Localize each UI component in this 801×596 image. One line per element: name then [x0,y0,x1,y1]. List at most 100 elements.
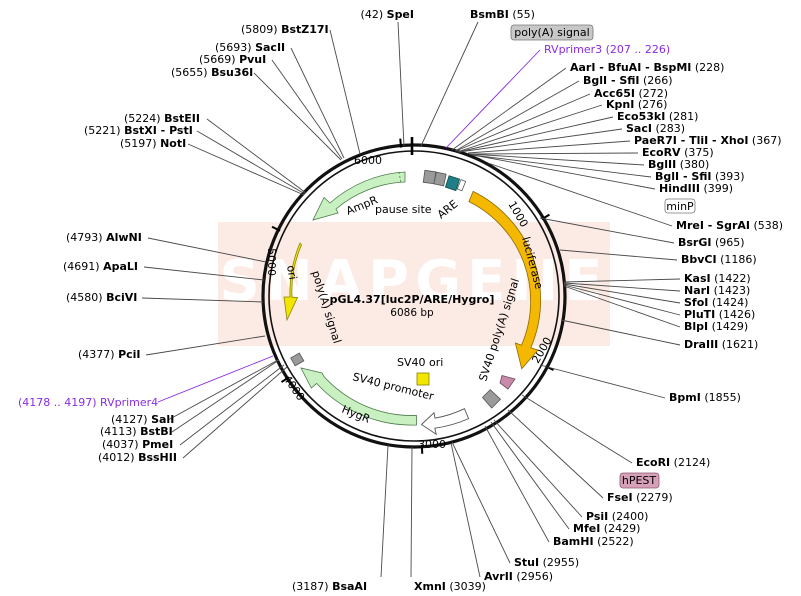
enzyme-name: KpnI [606,98,634,111]
feature-minp-marker[interactable] [456,179,467,192]
primer-label[interactable]: RVprimer3 (207 .. 226) [544,43,670,56]
feature-sv40-promoter[interactable] [420,408,470,436]
enzyme-position: (1424) [712,296,749,309]
restriction-site-label[interactable]: (4113) BstBI [100,425,173,438]
restriction-site-label[interactable]: (5669) PvuI [199,53,266,66]
site-leader-line [563,282,681,292]
site-leader-line [468,152,639,155]
restriction-site-label[interactable]: (4127) SalI [111,413,174,426]
site-leader-line [182,366,288,459]
enzyme-position: (5221) [84,124,121,137]
restriction-site-label[interactable]: BamHI (2522) [553,535,634,548]
restriction-site-label[interactable]: (4793) AlwNI [66,231,142,244]
restriction-site-label[interactable]: Eco53kI (281) [617,110,698,123]
enzyme-name: Acc65I [594,87,635,100]
enzyme-position: (1621) [722,338,759,351]
feature-hpest-marker[interactable] [499,375,516,390]
restriction-site-label[interactable]: (4037) PmeI [102,438,173,451]
enzyme-position: (2400) [612,510,649,523]
site-leader-line [380,444,389,578]
restriction-site-label[interactable]: AarI - BfuAI - BspMI (228) [570,61,724,74]
restriction-site-label[interactable]: EcoRI (2124) [636,456,710,469]
restriction-site-label[interactable]: SacI (283) [626,122,685,135]
site-leader-line [469,153,645,166]
restriction-site-label[interactable]: (4377) PciI [78,348,141,361]
enzyme-position: (1186) [720,253,757,266]
restriction-site-label[interactable]: BsmBI (55) [470,8,535,21]
primer-label[interactable]: (4178 .. 4197) RVprimer4 [18,396,158,409]
boxed-hpest[interactable]: hPEST [619,472,660,489]
enzyme-position: (266) [643,74,673,87]
restriction-site-label[interactable]: PsiI (2400) [586,510,648,523]
site-leader-line [329,29,361,155]
enzyme-position: (2429) [604,522,641,535]
restriction-site-label[interactable]: NarI (1423) [684,284,750,297]
boxed-labels: poly(A) signal minP hPEST [510,24,696,489]
feature-polya-left[interactable] [290,352,305,367]
restriction-site-label[interactable]: (4012) BssHII [98,451,177,464]
restriction-site-label[interactable]: EcoRV (375) [642,146,714,159]
site-leader-line [563,278,681,283]
restriction-site-label[interactable]: BpmI (1855) [669,391,741,404]
restriction-site-label[interactable]: (5221) BstXI - PstI [84,124,193,137]
feature-hygr[interactable] [300,367,417,426]
restriction-site-label[interactable]: KasI (1422) [684,272,751,285]
restriction-site-label[interactable]: (5809) BstZ17I [241,23,329,36]
restriction-site-label[interactable]: FseI (2279) [607,491,673,504]
watermark: SNAPGENE [218,222,610,346]
leader-lines [141,21,681,578]
restriction-site-label[interactable]: (5693) SacII [215,41,285,54]
enzyme-position: (5809) [241,23,278,36]
feature-pause-site-2[interactable] [433,171,447,187]
enzyme-name: BpmI [669,391,701,404]
enzyme-position: (4793) [66,231,103,244]
site-leader-line [563,283,681,304]
restriction-site-label[interactable]: AvrII (2956) [484,570,553,583]
feature-sv40-polya[interactable] [481,389,502,409]
feature-ampr[interactable] [312,171,406,221]
boxed-minp[interactable]: minP [664,198,696,214]
feature-are[interactable] [444,175,461,192]
enzyme-position: (3039) [449,580,486,593]
enzyme-position: (375) [684,146,714,159]
restriction-site-label[interactable]: HindIII (399) [659,182,733,195]
restriction-site-label[interactable]: XmnI (3039) [414,580,486,593]
restriction-site-label[interactable]: DraIII (1621) [684,338,758,351]
feature-ori[interactable] [283,242,302,322]
restriction-site-label[interactable]: SfoI (1424) [684,296,748,309]
restriction-site-label[interactable]: BglII (380) [648,158,709,171]
site-leader-line [455,93,591,152]
restriction-site-label[interactable]: MreI - SgrAI (538) [676,219,783,232]
enzyme-name: Bsu36I [211,66,253,79]
feature-sv40-ori[interactable] [416,372,430,386]
restriction-site-label[interactable]: BbvCI (1186) [681,253,757,266]
restriction-site-label[interactable]: KpnI (276) [606,98,667,111]
restriction-site-label[interactable]: PaeR7I - TliI - XhoI (367) [634,134,782,147]
restriction-site-label[interactable]: (4691) ApaLI [63,260,138,273]
enzyme-position: (276) [638,98,668,111]
enzyme-name: PluTI [684,308,715,321]
restriction-site-label[interactable]: Acc65I (272) [594,87,668,100]
restriction-site-label[interactable]: (5197) NotI [120,137,186,150]
restriction-site-label[interactable]: BlpI (1429) [684,320,748,333]
plasmid-name: pGL4.37[luc2P/ARE/Hygro] [330,293,495,306]
restriction-site-label[interactable]: BsrGI (965) [678,236,745,249]
restriction-site-label[interactable]: PluTI (1426) [684,308,755,321]
feature-luciferase[interactable] [468,190,541,370]
enzyme-position: (2124) [674,456,711,469]
features [283,169,541,436]
restriction-site-label[interactable]: (4580) BciVI [66,291,137,304]
restriction-site-label[interactable]: BglI - SfiI (266) [583,74,673,87]
scale-tick-label: 3000 [418,438,446,451]
restriction-site-label[interactable]: StuI (2955) [514,556,579,569]
enzyme-name: DraIII [684,338,718,351]
restriction-site-label[interactable]: (42) SpeI [361,8,414,21]
enzyme-position: (367) [752,134,782,147]
restriction-site-label[interactable]: MfeI (2429) [573,522,640,535]
restriction-site-label[interactable]: BglI - SfiI (393) [655,170,745,183]
enzyme-name: PciI [118,348,140,361]
boxed-polya-signal[interactable]: poly(A) signal [510,24,594,41]
restriction-site-label[interactable]: (5224) BstEII [124,112,200,125]
restriction-site-label[interactable]: (5655) Bsu36I [171,66,253,79]
restriction-site-label[interactable]: (3187) BsaAI [292,580,367,593]
